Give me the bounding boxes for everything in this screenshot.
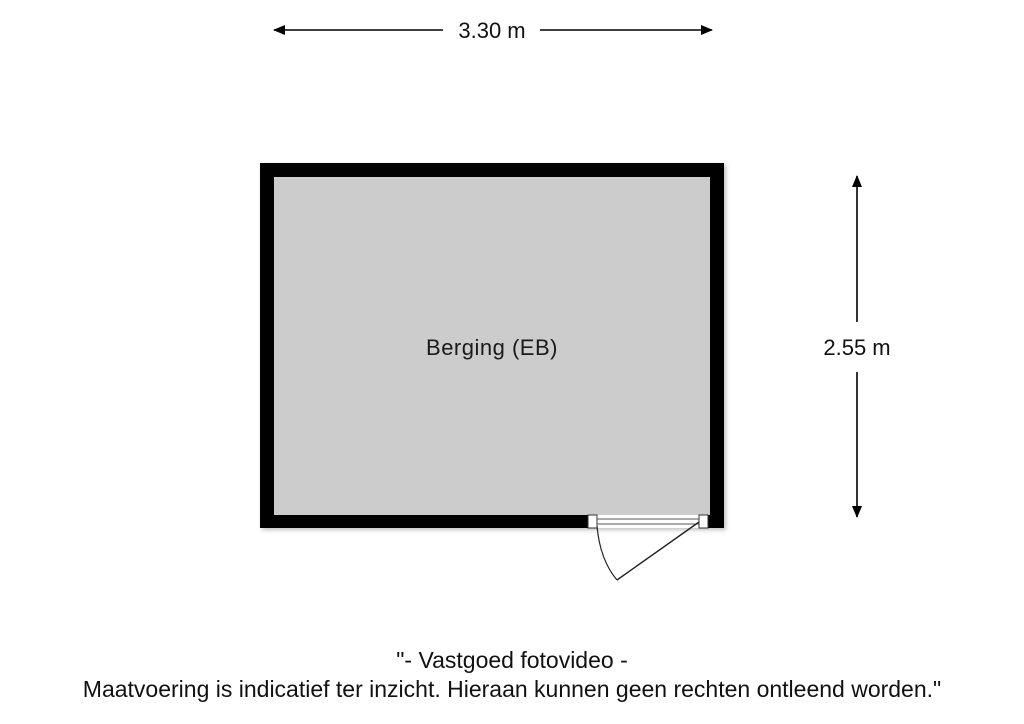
door-opening [588, 515, 708, 528]
door [587, 514, 709, 581]
room-floor [274, 177, 710, 515]
footer-caption-line-1: "- Vastgoed fotovideo - [396, 647, 628, 673]
door-leaf [616, 521, 700, 581]
width-dimension: 3.30 m [273, 18, 713, 43]
door-jamb-right [698, 514, 709, 529]
footer-caption-line-2: Maatvoering is indicatief ter inzicht. H… [82, 676, 942, 702]
width-dimension-label: 3.30 m [458, 18, 525, 43]
door-jamb-left [587, 514, 598, 529]
door-swing-arc [596, 525, 618, 581]
room-berging [260, 163, 724, 528]
height-dimension-label: 2.55 m [823, 335, 890, 360]
room-name-label: Berging (EB) [426, 335, 558, 360]
height-dimension: 2.55 m [823, 175, 891, 518]
